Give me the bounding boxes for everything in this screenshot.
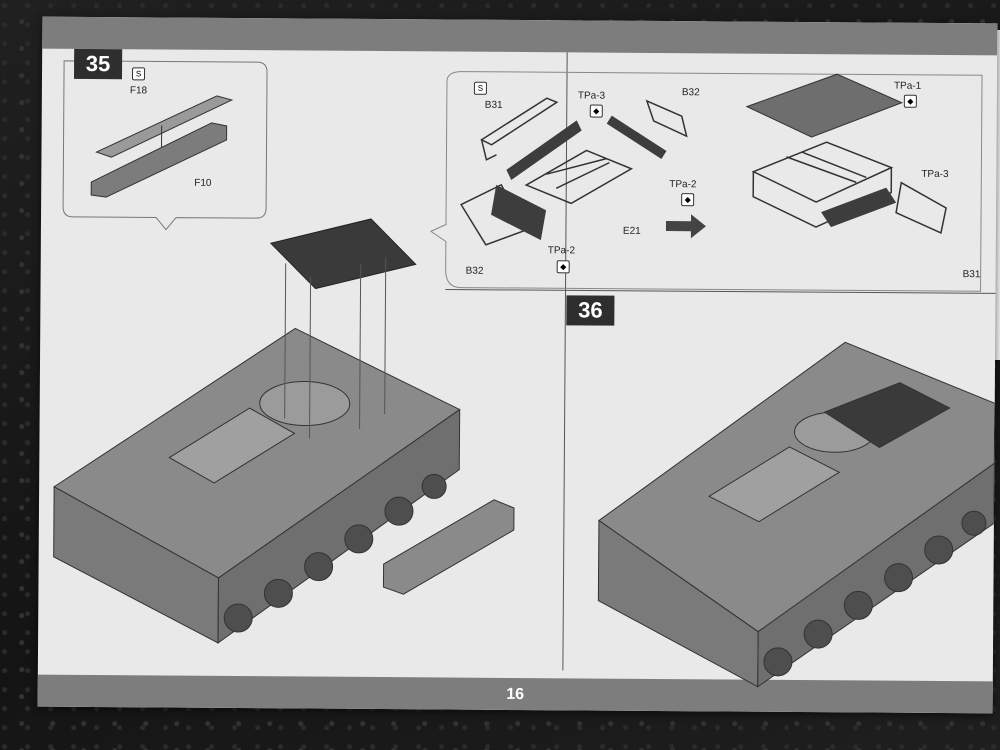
glue-icon-3: ◆ — [556, 260, 570, 274]
label-b32-top: B32 — [681, 87, 700, 99]
callout-box-mesh — [429, 71, 983, 292]
adhesive-icon: S — [131, 67, 146, 81]
step-36-badge: 36 — [566, 295, 615, 326]
callout-box-35 — [62, 60, 268, 231]
label-b31-top: B31 — [484, 99, 503, 111]
label-b31-right: B31 — [962, 269, 981, 281]
label-tpa2-bottom: TPa-2 — [547, 245, 576, 257]
assembled-cage — [751, 141, 947, 235]
label-tpa3-right: TPa-3 — [921, 168, 949, 181]
direction-arrow — [665, 214, 706, 239]
illustration-layer — [53, 52, 996, 688]
vehicle-35 — [53, 327, 461, 644]
f10-side-part — [382, 499, 515, 595]
glue-icon-2: ◆ — [681, 193, 695, 207]
glue-icon: ◆ — [589, 104, 603, 118]
step-35-badge: 35 — [73, 48, 123, 80]
mesh-panels — [491, 115, 667, 241]
label-f18: F18 — [129, 85, 148, 97]
tpa1-sheet — [745, 73, 904, 138]
instruction-page: 16 — [37, 16, 998, 714]
label-e21: E21 — [622, 225, 641, 237]
vehicle-36 — [597, 341, 996, 688]
label-f10: F10 — [194, 177, 212, 189]
label-tpa2-right: TPa-2 — [669, 179, 697, 191]
cage-35 — [269, 218, 417, 290]
label-tpa3: TPa-3 — [577, 90, 606, 102]
frame-parts — [460, 97, 688, 246]
adhesive-icon-2: S — [473, 81, 487, 95]
label-b32-bottom: B32 — [465, 265, 484, 277]
f18-part — [95, 95, 234, 158]
f10-part — [90, 122, 228, 198]
glue-icon-4: ◆ — [903, 94, 917, 108]
guide-lines-35 — [284, 257, 387, 439]
label-tpa1: TPa-1 — [893, 80, 922, 92]
tpa3-mesh — [821, 187, 897, 228]
